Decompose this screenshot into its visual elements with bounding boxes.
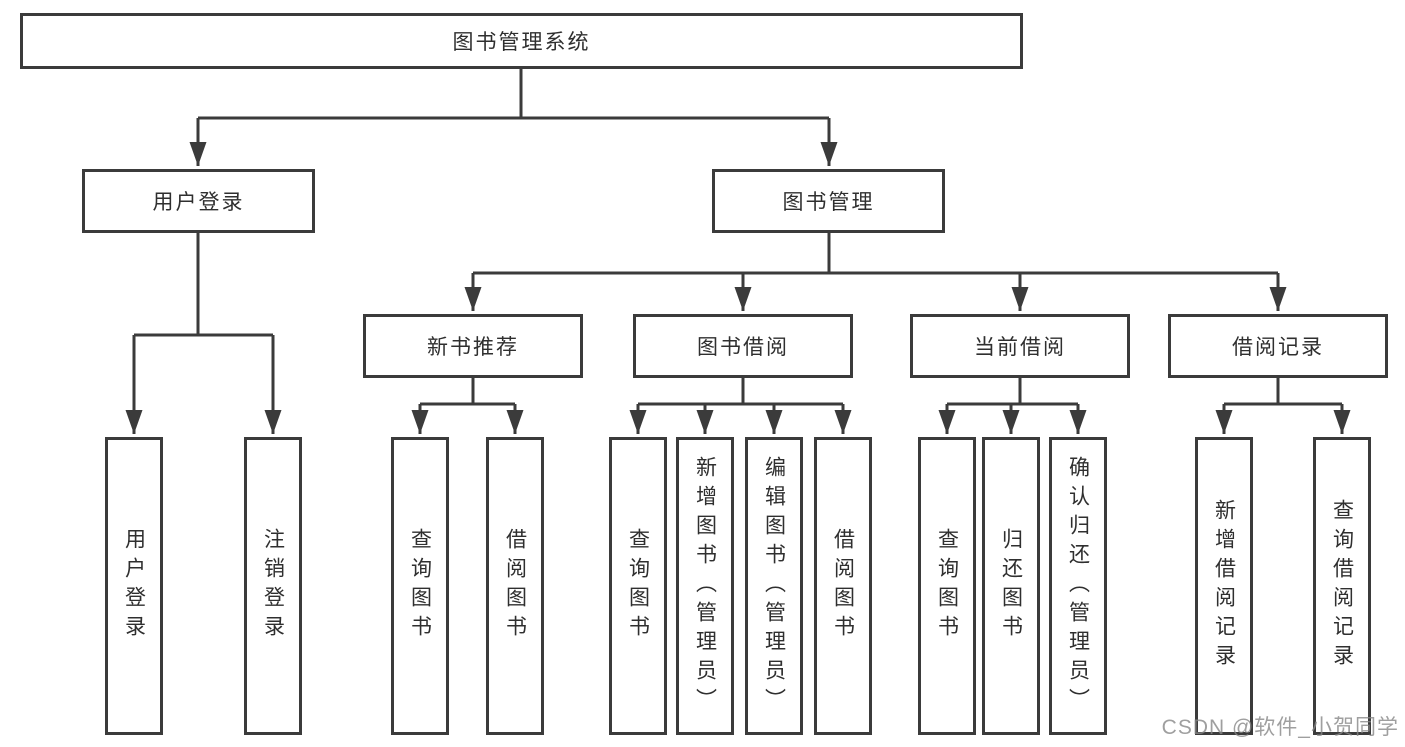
leaf-label: 新增借阅记录 [1212, 499, 1236, 673]
leaf-return-books: 归还图书 [982, 437, 1040, 735]
leaf-query-books: 查询图书 [918, 437, 976, 735]
node-current-borrowing: 当前借阅 [910, 314, 1130, 378]
leaf-label: 查询借阅记录 [1330, 499, 1354, 673]
node-label: 图书借阅 [697, 336, 789, 359]
leaf-label: 借阅图书 [503, 528, 527, 644]
node-book-borrowing: 图书借阅 [633, 314, 853, 378]
leaf-add-borrow-record: 新增借阅记录 [1195, 437, 1253, 735]
leaf-label: 用户登录 [122, 528, 146, 644]
leaf-edit-books-admin: 编辑图书（管理员） [745, 437, 803, 735]
watermark: CSDN @软件_小贺同学 [1161, 716, 1399, 739]
node-label: 新书推荐 [427, 336, 519, 359]
node-library-management-system: 图书管理系统 [20, 13, 1023, 69]
node-book-management: 图书管理 [712, 169, 945, 233]
leaf-add-books-admin: 新增图书（管理员） [676, 437, 734, 735]
leaf-user-login: 用户登录 [105, 437, 163, 735]
leaf-label: 借阅图书 [831, 528, 855, 644]
node-label: 图书管理 [782, 191, 875, 214]
leaf-label: 查询图书 [408, 528, 432, 644]
node-label: 图书管理系统 [452, 31, 591, 54]
leaf-label: 编辑图书（管理员） [762, 455, 786, 717]
leaf-label: 查询图书 [626, 528, 650, 644]
node-user-login: 用户登录 [82, 169, 315, 233]
leaf-query-books: 查询图书 [609, 437, 667, 735]
node-new-book-recommend: 新书推荐 [363, 314, 583, 378]
node-borrowing-records: 借阅记录 [1168, 314, 1388, 378]
leaf-label: 确认归还（管理员） [1066, 455, 1090, 717]
leaf-label: 新增图书（管理员） [693, 455, 717, 717]
leaf-label: 查询图书 [935, 528, 959, 644]
leaf-logout: 注销登录 [244, 437, 302, 735]
node-label: 用户登录 [152, 191, 245, 214]
leaf-label: 注销登录 [261, 528, 285, 644]
node-label: 当前借阅 [974, 336, 1066, 359]
leaf-borrow-books: 借阅图书 [814, 437, 872, 735]
leaf-query-books: 查询图书 [391, 437, 449, 735]
leaf-query-borrow-record: 查询借阅记录 [1313, 437, 1371, 735]
leaf-borrow-books: 借阅图书 [486, 437, 544, 735]
leaf-label: 归还图书 [999, 528, 1023, 644]
leaf-confirm-return-admin: 确认归还（管理员） [1049, 437, 1107, 735]
node-label: 借阅记录 [1232, 336, 1324, 359]
